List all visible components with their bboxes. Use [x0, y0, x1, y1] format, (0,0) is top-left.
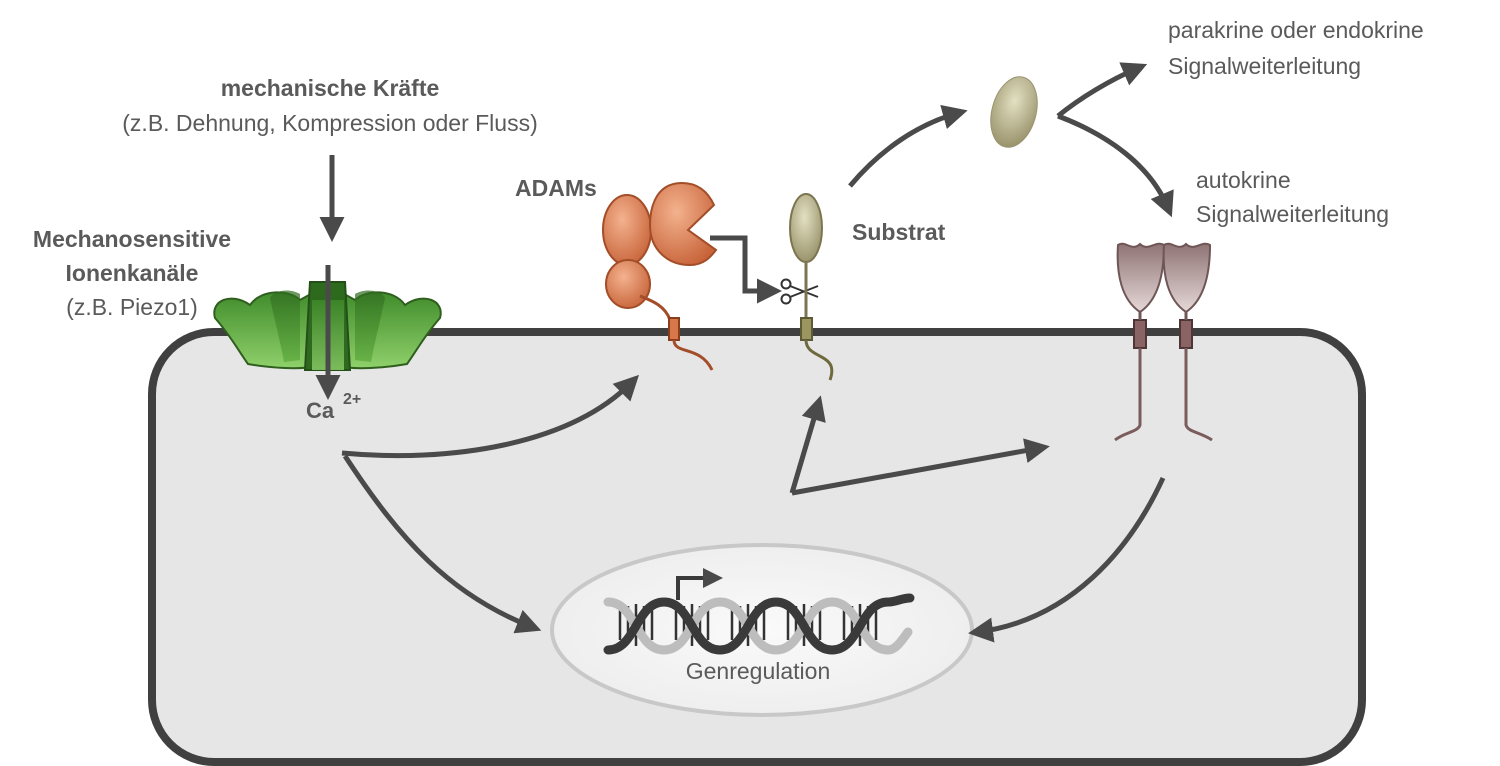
- paracrine-label-line1: parakrine oder endokrine: [1168, 17, 1424, 43]
- release-arrow: [848, 104, 968, 188]
- paracrine-arrow: [1056, 62, 1148, 118]
- channels-label-line1: Mechanosensitive: [33, 226, 231, 252]
- cleavage-arrow: [710, 235, 782, 304]
- calcium-charge: 2+: [343, 391, 361, 408]
- gene-regulation-label: Genregulation: [686, 658, 831, 684]
- receptor-dimer-icon: [1114, 242, 1213, 442]
- gene-to-substrate-arrow: [789, 395, 826, 494]
- scissors-icon: [780, 278, 819, 305]
- autocrine-label-line1: autokrine: [1196, 167, 1291, 193]
- adam-protease-icon: [602, 181, 718, 371]
- dna-helix-icon: [603, 593, 915, 655]
- autocrine-arrow: [1057, 113, 1174, 218]
- piezo-channel-icon: [213, 281, 442, 371]
- channels-example: (z.B. Piezo1): [66, 294, 198, 320]
- adams-label: ADAMs: [515, 175, 597, 201]
- substrate-label: Substrat: [852, 219, 946, 245]
- transcription-start-arrow: [676, 568, 723, 600]
- released-ligand-icon: [990, 76, 1038, 148]
- ca-to-nucleus-arrow: [342, 454, 542, 634]
- mech-forces-subtitle: (z.B. Dehnung, Kompression oder Fluss): [122, 110, 537, 136]
- calcium-label: Ca: [306, 398, 335, 423]
- autocrine-label-line2: Signalweiterleitung: [1196, 201, 1389, 227]
- mech-forces-title: mechanische Kräfte: [221, 75, 440, 101]
- paracrine-label-line2: Signalweiterleitung: [1168, 53, 1361, 79]
- gene-to-receptor-arrow: [791, 438, 1050, 496]
- ca-to-adam-arrow: [341, 374, 640, 459]
- receptor-to-nucleus-arrow: [968, 476, 1166, 643]
- substrate-protein-icon: [789, 193, 834, 381]
- channels-label-line2: Ionenkanäle: [66, 260, 199, 286]
